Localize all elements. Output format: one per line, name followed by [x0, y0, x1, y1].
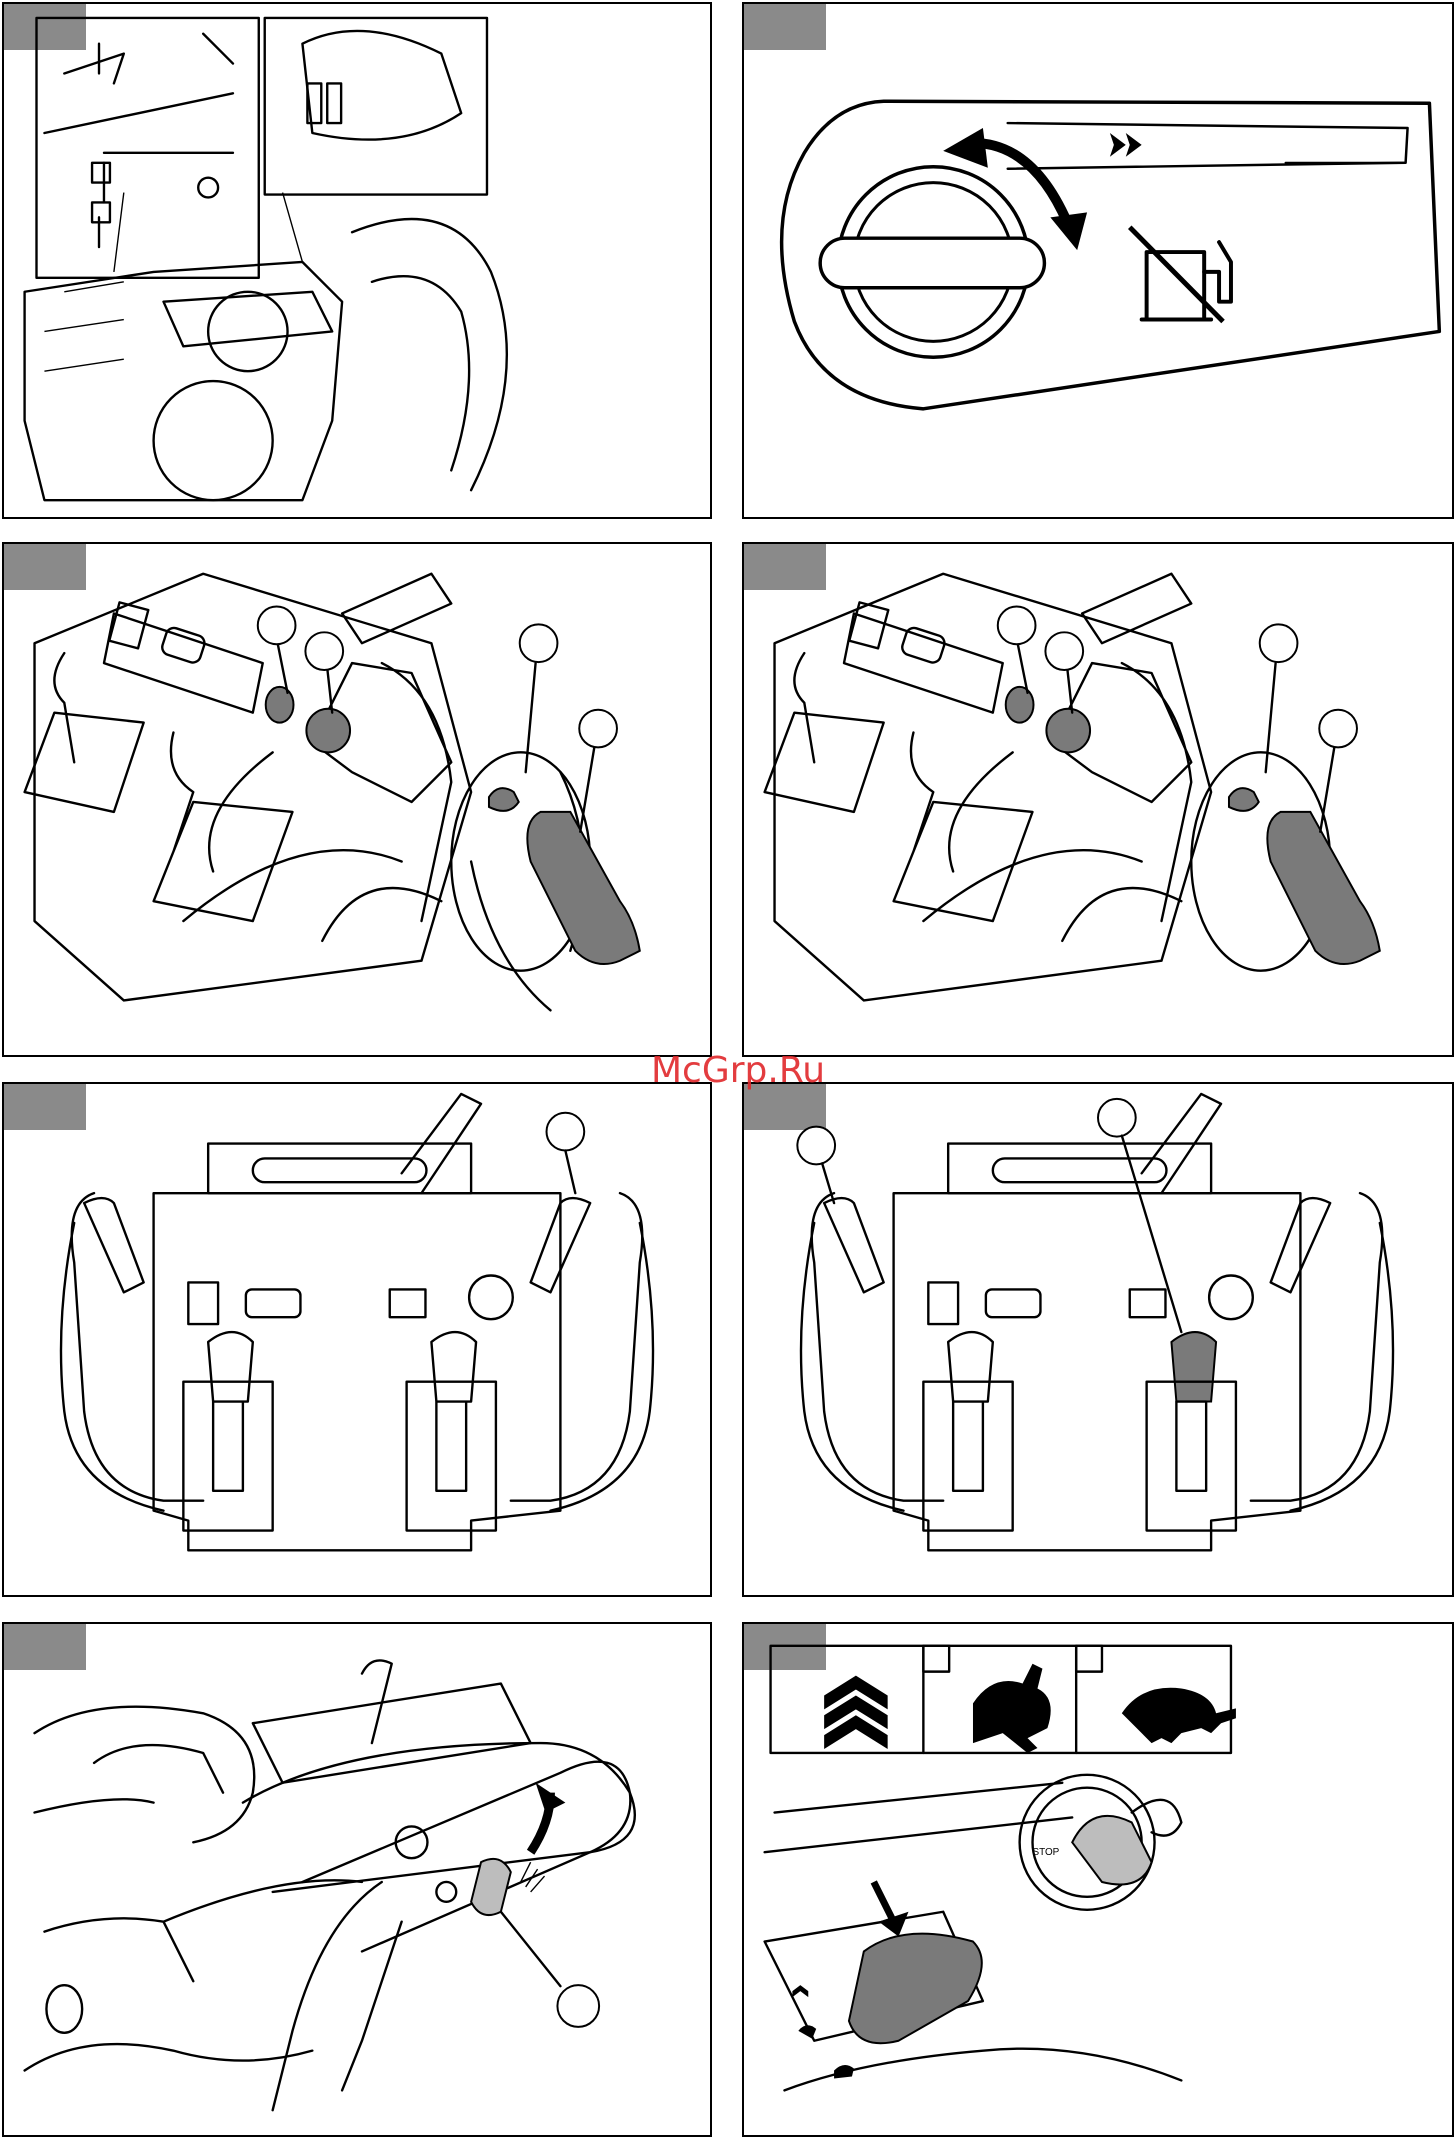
panel-fuel-valve-decal	[742, 2, 1454, 519]
chevron-small-icon	[792, 1985, 808, 1997]
handlebar-illustration	[744, 1084, 1452, 1595]
callout-circle	[1098, 1099, 1136, 1137]
control-panel-illustration	[744, 544, 1452, 1055]
panel-handlebar-front-lever	[742, 1082, 1454, 1597]
callout-circle	[998, 607, 1036, 645]
turtle-icon	[1122, 1688, 1236, 1743]
callout-circle	[520, 624, 558, 662]
rabbit-icon	[973, 1664, 1051, 1753]
panel-engine-drain	[2, 2, 712, 519]
engine-illustration	[4, 4, 710, 517]
chevron-up-icon	[824, 1676, 888, 1749]
turtle-small-icon	[834, 2065, 854, 2078]
panel-control-callouts	[2, 542, 712, 1057]
callout-circle	[258, 607, 296, 645]
callout-circle	[1045, 632, 1083, 670]
panel-handlebar-front	[2, 1082, 712, 1597]
callout-circle	[1319, 710, 1357, 748]
handlebar-illustration	[4, 1084, 710, 1595]
stop-label: STOP	[1033, 1847, 1060, 1858]
watermark-text: McGrp.Ru	[638, 1046, 838, 1096]
panel-speed-selector: STOP	[742, 1622, 1454, 2137]
callout-circle	[547, 1113, 585, 1151]
callout-circle	[579, 710, 617, 748]
trigger-illustration	[4, 1624, 710, 2135]
callout-circle	[305, 632, 343, 670]
fuel-pump-icon	[1130, 227, 1231, 321]
panel-control-callouts-alt	[742, 542, 1454, 1057]
fuel-valve-decal-illustration	[744, 4, 1452, 517]
panel-trigger-lock	[2, 1622, 712, 2137]
callout-circle	[557, 1985, 599, 2027]
callout-circle	[797, 1127, 835, 1165]
control-panel-illustration	[4, 544, 710, 1055]
speed-selector-illustration: STOP	[744, 1624, 1452, 2135]
callout-circle	[1260, 624, 1298, 662]
